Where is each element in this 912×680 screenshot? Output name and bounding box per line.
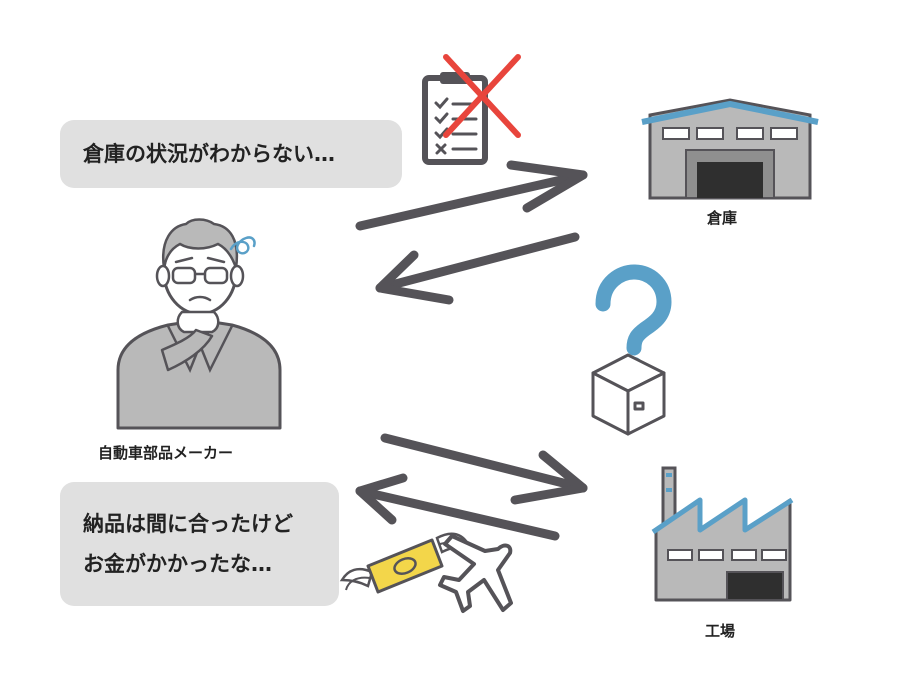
cross-icon [443, 54, 521, 138]
speech-bubble-delivery-cost: 納品は間に合ったけど お金がかかったな… [60, 482, 339, 606]
warehouse-icon [641, 98, 819, 200]
arrow-from-warehouse [375, 232, 580, 305]
maker-label: 自動車部品メーカー [98, 444, 234, 462]
factory-label: 工場 [705, 622, 736, 640]
speech-bubble-warehouse-concern: 倉庫の状況がわからない… [60, 120, 402, 188]
airplane-icon [438, 534, 513, 613]
arrow-to-warehouse [355, 160, 588, 231]
bubble-text-delivery-line1: 納品は間に合ったけど [83, 512, 293, 536]
factory-icon [651, 466, 794, 602]
bubble-text-warehouse-concern: 倉庫の状況がわからない… [83, 142, 335, 166]
worried-man-icon [116, 218, 282, 430]
warehouse-label: 倉庫 [707, 209, 738, 227]
bubble-text-delivery-line2: お金がかかったな… [83, 552, 272, 576]
arrow-to-factory [380, 433, 588, 505]
box-icon [591, 353, 666, 436]
arrow-from-factory [355, 473, 560, 541]
checklist-icon [422, 72, 488, 165]
